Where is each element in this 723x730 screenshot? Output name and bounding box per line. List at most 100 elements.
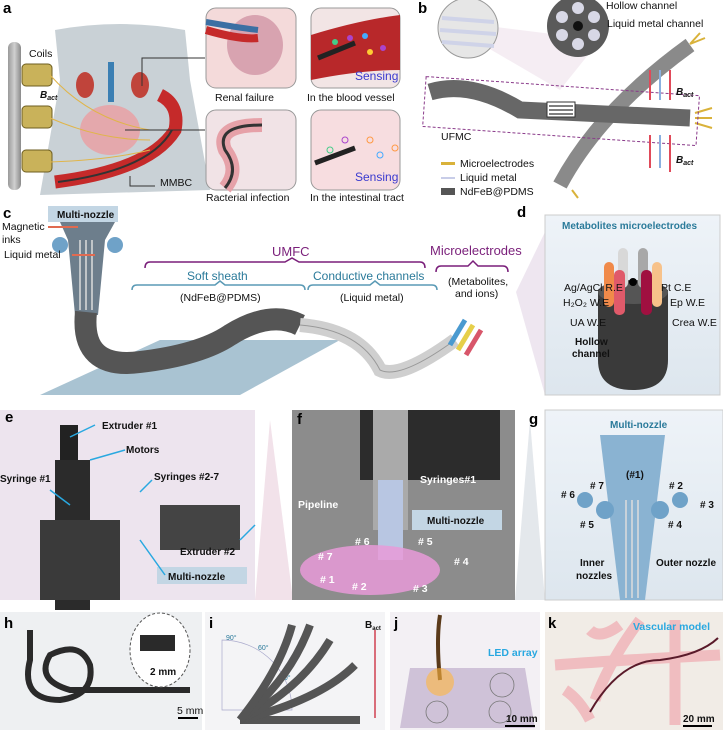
kidney-right xyxy=(131,72,149,98)
sensing-label: Sensing xyxy=(355,69,398,83)
ref-electrode-label: Ag/AgCl R.E xyxy=(564,282,623,294)
panel-c: c Multi-nozzle Magnetic inks Liquid meta… xyxy=(2,205,522,395)
microelectrodes-bracket xyxy=(435,259,509,273)
coil-icon xyxy=(21,149,53,173)
coils xyxy=(21,63,53,173)
ua-electrode-label: UA W.E xyxy=(570,317,606,329)
nozzle-number: # 5 xyxy=(418,536,433,548)
extruder2-label: Extruder #2 xyxy=(180,547,235,558)
scale-label: 20 mm xyxy=(683,714,715,725)
soft-sheath-label: Soft sheath xyxy=(187,269,248,283)
sensing-label: Sensing xyxy=(355,170,398,184)
panel-g: g Multi-nozzle (#1) # 2 # 3 # 4 # 5 # 6 … xyxy=(515,409,723,601)
angle-label: 60° xyxy=(258,644,269,652)
field-arrows xyxy=(649,70,671,172)
nozzle-number: # 3 xyxy=(413,583,428,595)
catheter xyxy=(57,129,173,183)
vascular-model-label: Vascular model xyxy=(633,621,710,633)
panel-label-h: h xyxy=(4,615,13,632)
led-array-label: LED array xyxy=(488,647,538,659)
hollow-channel-label: Hollow xyxy=(575,337,608,348)
scale-label: 10 mm xyxy=(506,714,538,725)
nozzle-number: # 5 xyxy=(580,520,594,531)
nozzle-number: # 6 xyxy=(561,490,575,501)
legend-item: Microelectrodes xyxy=(460,158,534,170)
counter-electrode-label: Pt C.E xyxy=(661,282,691,294)
hollow-channel-label: channel xyxy=(572,349,610,360)
panel-label-e: e xyxy=(5,409,13,426)
nozzle-number: # 2 xyxy=(669,481,683,492)
panel-label-k: k xyxy=(548,615,557,632)
panel-a: a Coils Bact MMBC Renal failure xyxy=(3,0,404,204)
knotted-fiber xyxy=(25,630,190,704)
zoom-fan-d xyxy=(516,232,545,395)
umfc-label: UMFC xyxy=(272,244,310,259)
panel-b: b Hollow channel Liquid metal channel UF… xyxy=(418,0,713,199)
bact-label: Bact xyxy=(40,90,58,102)
syringe1-label: Syringe #1 xyxy=(0,474,51,485)
bact-label: Bact xyxy=(676,87,694,99)
coils-label: Coils xyxy=(29,48,52,60)
bact-label: Bact xyxy=(676,155,694,167)
legend-swatch xyxy=(441,162,455,165)
kidney-left xyxy=(76,72,94,98)
legend-item: NdFeB@PDMS xyxy=(460,186,534,198)
panel-i: i 90° 60° 30° 0° Bact xyxy=(205,612,385,730)
panel-h: h 2 mm 5 mm xyxy=(0,612,204,730)
panel-j: j LED array 10 mm xyxy=(390,612,540,730)
liquid-metal-label: Liquid metal xyxy=(4,249,61,261)
inset-caption: In the blood vessel xyxy=(307,92,395,104)
hollow-channel-label: Hollow channel xyxy=(606,0,677,12)
nozzle-number: # 7 xyxy=(318,551,333,563)
legend-swatch xyxy=(441,177,455,179)
panel-label-a: a xyxy=(3,0,12,17)
inset-caption: Renal failure xyxy=(215,92,274,104)
nozzle-number: # 2 xyxy=(352,581,367,593)
bact-label: Bact xyxy=(365,620,381,632)
blood-vessel xyxy=(108,62,114,102)
coil-icon xyxy=(21,63,53,87)
panel-label-b: b xyxy=(418,0,427,17)
syringes27-label: Syringes #2-7 xyxy=(154,472,219,483)
magnetic-inks-label: inks xyxy=(2,234,21,246)
nozzle-number: # 4 xyxy=(668,520,682,531)
inset-intestinal-tract: Sensing In the intestinal tract xyxy=(310,109,404,204)
nozzle-body xyxy=(60,222,115,315)
center-nozzle-label: (#1) xyxy=(626,470,644,481)
inner-nozzles-label: nozzles xyxy=(576,571,613,582)
syringes1-label: Syringes#1 xyxy=(420,474,476,486)
inset-blood-vessel: Sensing In the blood vessel xyxy=(307,7,401,104)
pipeline-label: Pipeline xyxy=(298,499,338,511)
vascular-model xyxy=(554,616,721,725)
panel-label-c: c xyxy=(3,205,11,222)
coil-icon xyxy=(21,105,53,129)
nozzle-title: Multi-nozzle xyxy=(610,420,668,431)
inset-bacterial-infection: Racterial infection xyxy=(205,109,297,204)
legend-item: Liquid metal xyxy=(460,172,517,184)
ufmc-straight xyxy=(427,80,691,127)
motors-label: Motors xyxy=(126,445,160,456)
catheter-in-vessel xyxy=(589,637,719,713)
umfc-bracket xyxy=(144,257,426,269)
panel-label-d: d xyxy=(517,204,526,221)
intestine xyxy=(80,105,140,155)
nozzle-number: # 4 xyxy=(454,556,469,568)
multi-nozzle-label: Multi-nozzle xyxy=(57,210,115,221)
platform xyxy=(40,340,340,395)
panel-k: k Vascular model 20 mm xyxy=(545,612,723,730)
legend: Microelectrodes Liquid metal NdFeB@PDMS xyxy=(441,158,534,198)
multi-nozzle-label: Multi-nozzle xyxy=(168,572,226,583)
panel-label-i: i xyxy=(209,615,213,632)
scale-inset-label: 2 mm xyxy=(150,667,176,678)
multi-nozzle-label: Multi-nozzle xyxy=(427,516,485,527)
legend-swatch xyxy=(441,188,455,195)
panel-e: e Extruder #1 Motors Syringe #1 Syringes… xyxy=(0,409,256,610)
h2o2-electrode-label: H₂O₂ W.E xyxy=(563,297,609,309)
multi-nozzle-label-box xyxy=(48,206,118,222)
ndfeb-label: (NdFeB@PDMS) xyxy=(180,292,261,304)
panel-f: f Syringes#1 Pipeline Multi-nozzle # 1 #… xyxy=(255,410,515,600)
inner-nozzles-label: Inner xyxy=(580,558,605,569)
panel-d: d Metabolites microelectrodes Ag/AgCl R.… xyxy=(517,204,721,396)
